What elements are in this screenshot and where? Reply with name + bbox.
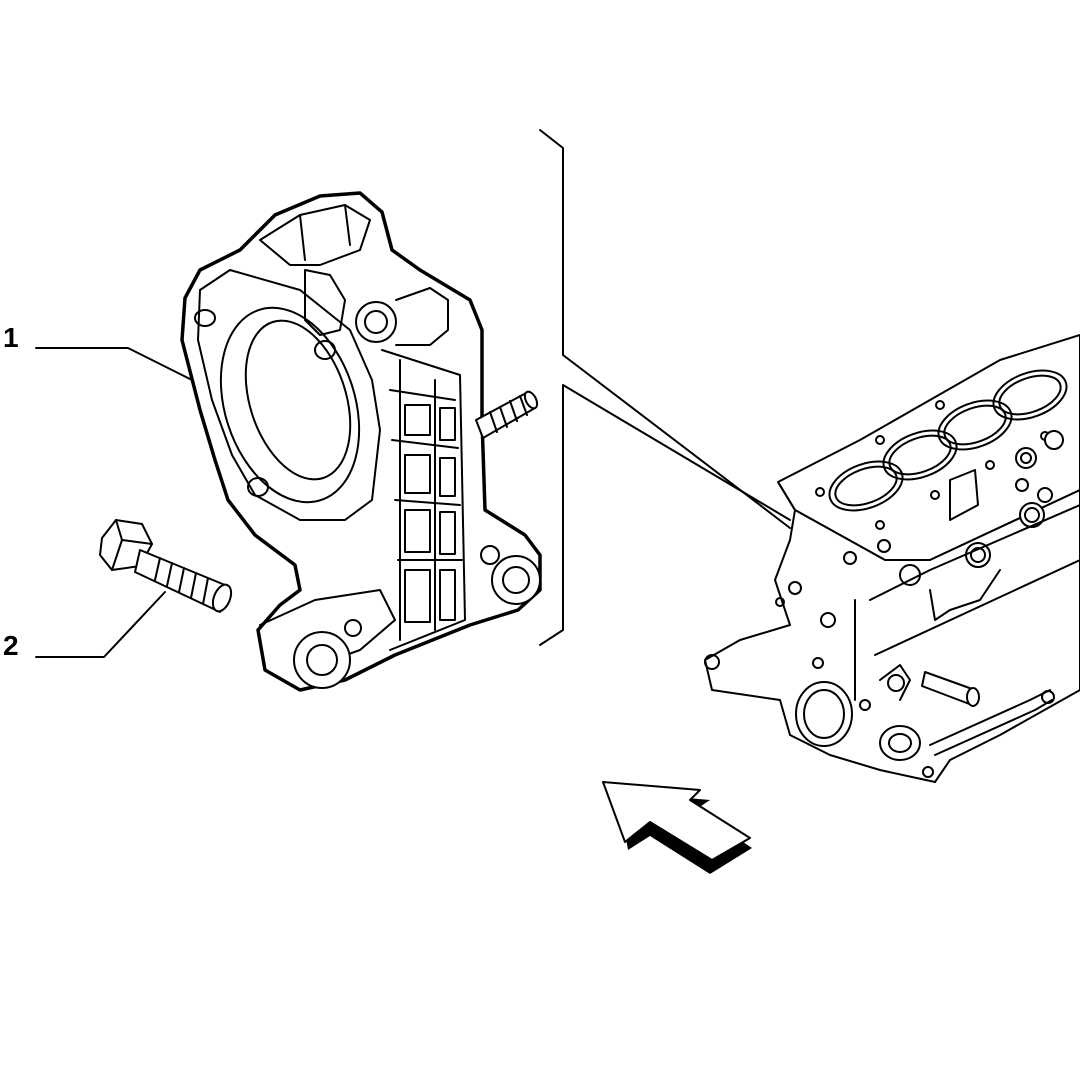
bracket-part — [180, 191, 542, 692]
callout-1: 1 — [3, 322, 19, 353]
leader-line-2 — [35, 591, 166, 658]
engine-block — [704, 334, 1080, 783]
view-direction-arrow — [602, 781, 752, 874]
bolt-part — [99, 519, 233, 613]
threaded-stud — [475, 390, 539, 439]
callout-2: 2 — [3, 630, 19, 661]
leader-line-1 — [35, 347, 193, 381]
detail-bracket — [539, 129, 791, 646]
